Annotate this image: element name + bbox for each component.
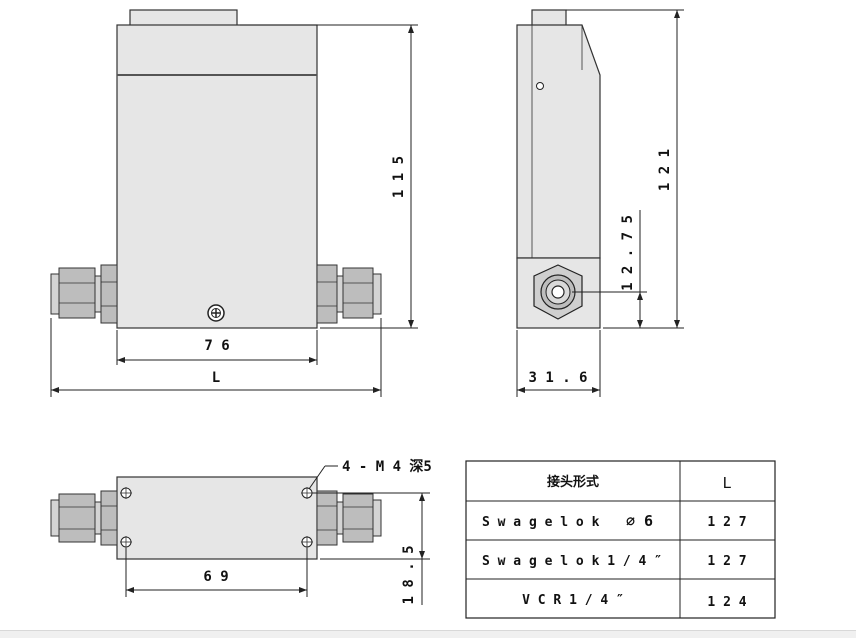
table-row-1-length: 1 2 7 (707, 515, 746, 530)
table-row-2-length: 1 2 7 (707, 554, 746, 569)
connection-type-table: 接头形式 L S w a g e l o k ∅ 6 1 2 7 S w a g… (465, 460, 776, 619)
left-fitting (50, 264, 118, 324)
bottom-right-fitting (316, 490, 382, 546)
footer-bar (0, 630, 856, 638)
dim-18-5: 1 8 . 5 (401, 545, 417, 604)
dim-12-75: 1 2 . 7 5 (620, 215, 636, 291)
mount-hole-icon (120, 487, 313, 548)
dim-76: 7 6 (204, 338, 229, 354)
front-top-connector (129, 9, 238, 27)
table-row-2-type: S w a g e l o k 1 / 4 ″ (482, 554, 662, 569)
mount-holes-note: 4 - M 4 深5 (342, 458, 432, 475)
bottom-body (116, 476, 318, 560)
right-fitting (316, 264, 382, 324)
table-row-1-size: ∅ 6 (626, 512, 653, 530)
front-view: 7 6 L 1 1 5 (50, 9, 418, 397)
side-view: 1 2 1 1 2 . 7 5 3 1 . 6 (516, 9, 684, 397)
dim-L: L (212, 370, 220, 386)
dim-31-6: 3 1 . 6 (528, 370, 587, 386)
table-row-3-length: 1 2 4 (707, 595, 746, 610)
table-header-type: 接头形式 (547, 474, 599, 490)
screw-icon (207, 304, 225, 322)
front-body (116, 24, 318, 329)
table-row-3-type: V C R 1 / 4 ″ (522, 593, 624, 608)
dim-115: 1 1 5 (391, 156, 407, 198)
hex-fitting-end-icon (533, 264, 583, 320)
dim-69: 6 9 (203, 569, 228, 585)
table-header-length: L (722, 474, 731, 492)
bottom-left-fitting (50, 490, 118, 546)
bottom-view: 4 - M 4 深5 6 9 1 8 . 5 (50, 458, 432, 605)
table-row-1-type: S w a g e l o k (482, 515, 600, 530)
dim-121: 1 2 1 (657, 149, 673, 191)
